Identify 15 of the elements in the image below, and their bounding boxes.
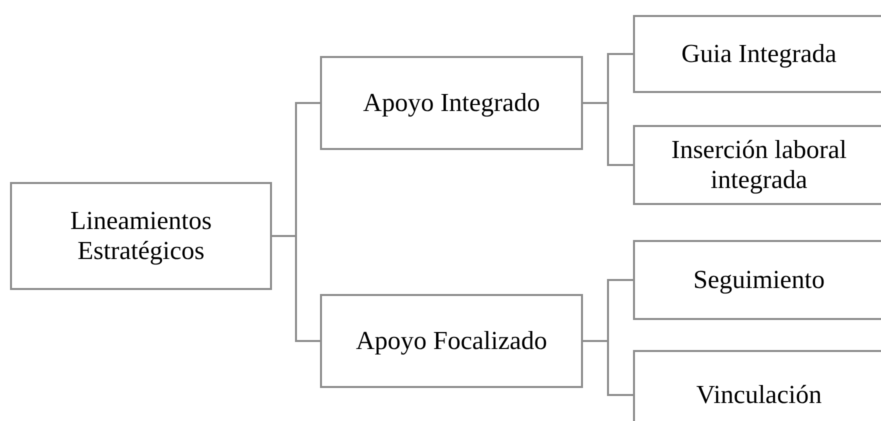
process-box [633, 350, 881, 421]
process-box [633, 125, 881, 205]
box-label: Inserción laboral integrada [670, 135, 848, 195]
process-box [320, 294, 583, 388]
process-box [633, 240, 881, 320]
box-label: Lineamientos Estratégicos [69, 206, 213, 266]
process-box [320, 56, 583, 150]
box-label: Vinculación [695, 380, 823, 410]
process-box [633, 15, 881, 93]
connector-line [272, 235, 320, 342]
box-label: Seguimiento [692, 265, 826, 295]
box-label: Guia Integrada [680, 39, 838, 69]
box-label: Apoyo Integrado [363, 88, 540, 118]
process-box [10, 182, 272, 290]
box-label: Apoyo Focalizado [356, 326, 548, 356]
